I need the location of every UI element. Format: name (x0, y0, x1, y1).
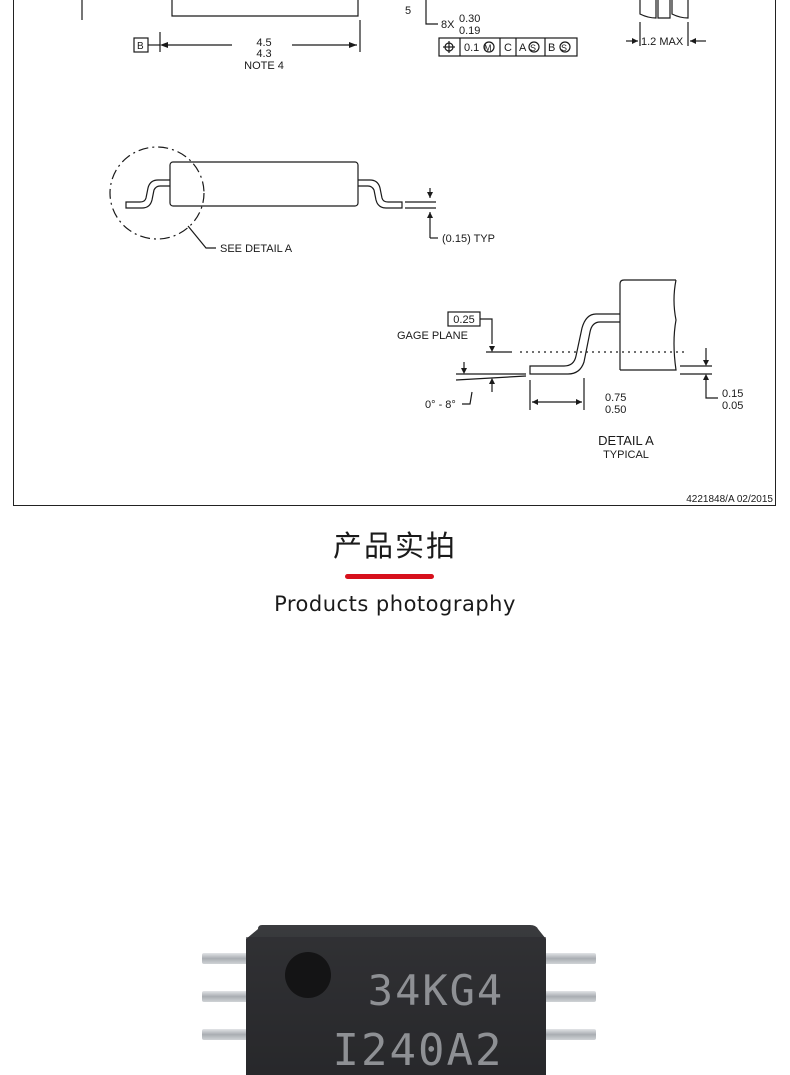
section-title: 产品实拍 (332, 529, 457, 563)
max-height-label: 1.2 MAX (641, 36, 684, 48)
tolerance-value: 0.1 (464, 42, 479, 54)
end-view-body (639, 0, 657, 19)
detail-a-title: DETAIL A (598, 433, 654, 448)
standoff-min: 0.05 (722, 400, 743, 412)
product-photo: 34KG4 I240A2 (202, 925, 596, 1075)
chip-lead (202, 953, 260, 964)
body-width-max: 4.5 (256, 37, 271, 49)
section-subtitle: Products photography (274, 592, 516, 616)
standoff-max: 0.15 (722, 388, 743, 400)
chip-lead (540, 1029, 596, 1040)
detail-a-callout-circle (109, 146, 205, 240)
top-view-body (171, 0, 359, 17)
lead-thickness-label: (0.15) TYP (442, 233, 495, 245)
side-view-lead-left (125, 179, 170, 209)
chip-left-leads (202, 953, 260, 1040)
datum-b-ref-label: B (548, 42, 555, 54)
chip-marking-line1: 34KG4 (368, 966, 504, 1015)
chip-lead (540, 991, 596, 1002)
datum-b-label: B (137, 41, 144, 52)
detail-a-subtitle: TYPICAL (603, 449, 649, 461)
mechanical-drawing-frame (13, 0, 776, 506)
gage-plane-label: GAGE PLANE (397, 330, 468, 342)
see-detail-label: SEE DETAIL A (220, 243, 293, 255)
lead-count-label: 8X (441, 19, 455, 31)
pin1-dimple-icon (285, 952, 331, 998)
detail-a-body (619, 279, 677, 371)
fcf-frame (438, 37, 578, 57)
detail-a-lead (529, 313, 620, 375)
document-reference: 4221848/A 02/2015 (686, 494, 773, 505)
datum-b-modifier: S (561, 43, 567, 53)
pin-5-leader (425, 0, 438, 25)
chip-right-leads (540, 953, 596, 1040)
foot-length-max: 0.75 (605, 392, 626, 404)
body-width-min: 4.3 (256, 48, 271, 60)
side-view-lead-right (358, 179, 403, 209)
side-view-body (169, 161, 359, 207)
see-detail-leader (187, 225, 216, 249)
tolerance-modifier: M (484, 43, 492, 53)
foot-length-min: 0.50 (605, 404, 626, 416)
chip-lead (540, 953, 596, 964)
title-underline (345, 574, 434, 579)
chip-lead (202, 1029, 260, 1040)
lead-width-max: 0.30 (459, 13, 480, 25)
pin-number-label: 5 (405, 5, 411, 17)
chip-marking-line2: I240A2 (333, 1025, 504, 1075)
mechanical-drawing: 5 8X 0.30 0.19 0.1 M C A S B S 1.2 MAX B… (81, 0, 773, 505)
datum-c-label: C (504, 42, 512, 54)
angle-label: 0° - 8° (425, 399, 456, 411)
datum-a-modifier: S (530, 43, 536, 53)
datum-a-label: A (519, 42, 527, 54)
lead-width-min: 0.19 (459, 25, 480, 37)
gage-value-label: 0.25 (453, 314, 474, 326)
chip-lead (202, 991, 260, 1002)
body-width-note: NOTE 4 (244, 60, 284, 72)
